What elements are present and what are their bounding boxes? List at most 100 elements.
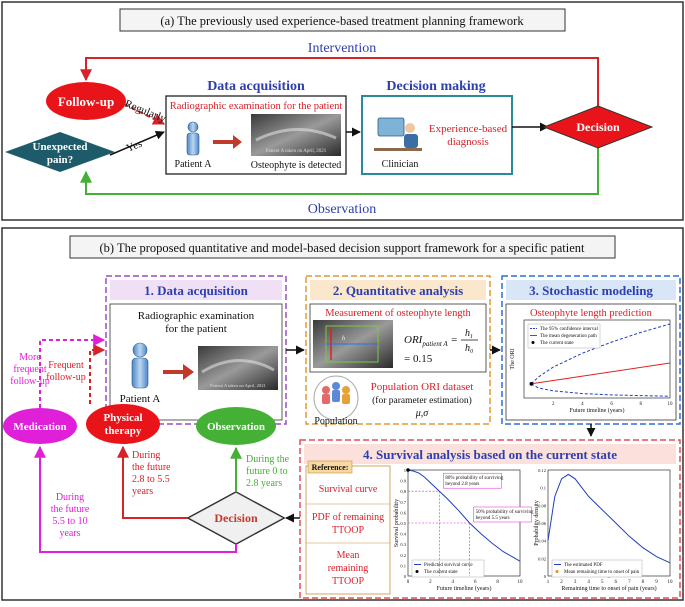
y-tick-2-6: 0.12 (538, 468, 546, 473)
decision-node-a (542, 105, 654, 149)
series-line-0-2 (531, 362, 671, 385)
x-tick-0-0: 2 (552, 402, 555, 407)
clinician-label: Clinician (382, 159, 419, 170)
legend-entry-0-2: The current state (540, 341, 574, 346)
clinician-icon (374, 117, 422, 151)
y-tick-2-4: 0.08 (538, 503, 547, 508)
pt-during-2: the future (132, 462, 171, 473)
medication-node (3, 408, 77, 444)
x-tick-1-1: 2 (429, 580, 432, 585)
x-tick-2-6: 7 (628, 580, 631, 585)
intervention-label: Intervention (308, 41, 376, 56)
point-0-3-0 (529, 382, 534, 386)
x-tick-1-4: 8 (496, 580, 499, 585)
y-tick-1-3: 0.3 (400, 542, 406, 547)
y-tick-2-5: 0.1 (540, 486, 546, 491)
ori-sub: patient A (421, 340, 448, 348)
y-tick-1-2: 0.2 (400, 553, 406, 558)
panel-a-title: (a) The previously used experience-based… (160, 14, 524, 28)
y-axis-label-1: Survival probability (394, 499, 400, 547)
y-tick-1-9: 0.9 (400, 479, 406, 484)
ori-value: = 0.15 (404, 353, 433, 365)
legend-entry-0-0: The 95% confidence interval (540, 327, 599, 332)
legend-entry-2-1: Mean remaining time to onset of pain (564, 570, 640, 575)
unexpected-label-2: pain? (47, 154, 73, 166)
y-tick-2-3: 0.06 (538, 521, 547, 526)
decision-label-a: Decision (576, 120, 620, 134)
physical-therapy-node (86, 404, 160, 444)
decision-label-b: Decision (214, 511, 258, 525)
population-label: Population (314, 416, 357, 427)
y-tick-1-4: 0.4 (400, 532, 406, 537)
physical-label-1: Physical (103, 412, 142, 424)
x-tick-2-2: 3 (574, 580, 577, 585)
panel-b-title: (b) The proposed quantitative and model-… (99, 241, 585, 255)
svg-text:h1: h1 (465, 328, 473, 340)
x-tick-0-2: 6 (610, 402, 613, 407)
unexpected-pain-node (5, 132, 115, 172)
series-line-0-0 (530, 323, 671, 385)
y-tick-1-10: 1 (404, 468, 406, 473)
xray-caption-b: Patient A taken on April, 2021 (210, 383, 266, 389)
patient-label-b: Patient A (120, 393, 161, 405)
y-tick-1-0: 0 (404, 574, 407, 579)
data-acq-title: Data acquisition (207, 79, 305, 94)
measurement-label: Measurement of osteophyte length (325, 308, 471, 319)
yes-label: Yes (125, 138, 144, 155)
y-tick-1-8: 0.8 (400, 489, 406, 494)
series-line-2-0 (547, 473, 671, 564)
y-axis-label-0: The ORI (510, 348, 516, 369)
x-tick-2-0: 1 (547, 580, 550, 585)
legend-entry-1-0: Predicted survival curve (424, 563, 473, 568)
svg-text:h0: h0 (465, 343, 473, 355)
x-axis-label-1: Future timeline (years) (437, 585, 492, 592)
xray-image-b: Patient A taken on April, 2021 (198, 346, 278, 390)
param-est-label: (for parameter estimation) (372, 395, 472, 406)
obs-during-2: future 0 to (246, 466, 288, 477)
panel-4-title: 4. Survival analysis based on the curren… (363, 447, 617, 462)
y-tick-2-1: 0.02 (538, 556, 546, 561)
ori-num-sub: 1 (470, 334, 473, 340)
measurement-xray: h (313, 320, 393, 368)
y-tick-1-6: 0.6 (400, 510, 406, 515)
pop-dataset-label: Population ORI dataset (371, 381, 474, 393)
exp-label-1: Experience-based (429, 123, 508, 135)
follow-up-label: Follow-up (58, 94, 114, 109)
physical-label-2: therapy (105, 425, 142, 437)
x-tick-1-3: 6 (474, 580, 477, 585)
patient-icon-b (131, 342, 149, 389)
ori-den-sub: 0 (470, 349, 473, 355)
more-freq-2: frequent (13, 364, 47, 375)
xray-image: Patient A taken on April, 2021 (251, 114, 341, 156)
x-tick-0-3: 8 (640, 402, 643, 407)
svg-text:ORIpatient A =: ORIpatient A = (404, 334, 458, 348)
x-tick-1-0: 0 (407, 580, 410, 585)
series-line-1-0 (407, 469, 521, 562)
x-tick-0-1: 4 (581, 402, 584, 407)
legend-entry-0-1: The mean degeneration path (540, 334, 597, 339)
x-tick-2-1: 2 (560, 580, 563, 585)
pdf-label-2: TTOOP (332, 525, 364, 536)
legend-entry-1-1: The current state (424, 570, 458, 575)
pt-during-3: 2.8 to 5.5 (132, 474, 170, 485)
exp-label-2: diagnosis (447, 136, 489, 148)
observation-node-b (196, 407, 276, 445)
osteophyte-detected-label: Osteophyte is detected (251, 160, 342, 171)
observation-label-b: Observation (207, 421, 265, 433)
obs-during-1: During the (246, 454, 290, 465)
plot-area-2 (547, 469, 671, 577)
panel-1-title: 1. Data acquisition (144, 283, 248, 298)
point-1-1-0 (406, 468, 410, 472)
reference-label: Reference: (312, 463, 349, 472)
osteo-pred-label: Osteophyte length prediction (530, 308, 653, 319)
y-tick-2-0: 0 (544, 574, 547, 579)
ori-lhs: ORI (404, 334, 424, 346)
population-icon (313, 375, 359, 421)
obs-during-3: 2.8 years (246, 478, 282, 489)
x-tick-2-3: 4 (587, 580, 590, 585)
